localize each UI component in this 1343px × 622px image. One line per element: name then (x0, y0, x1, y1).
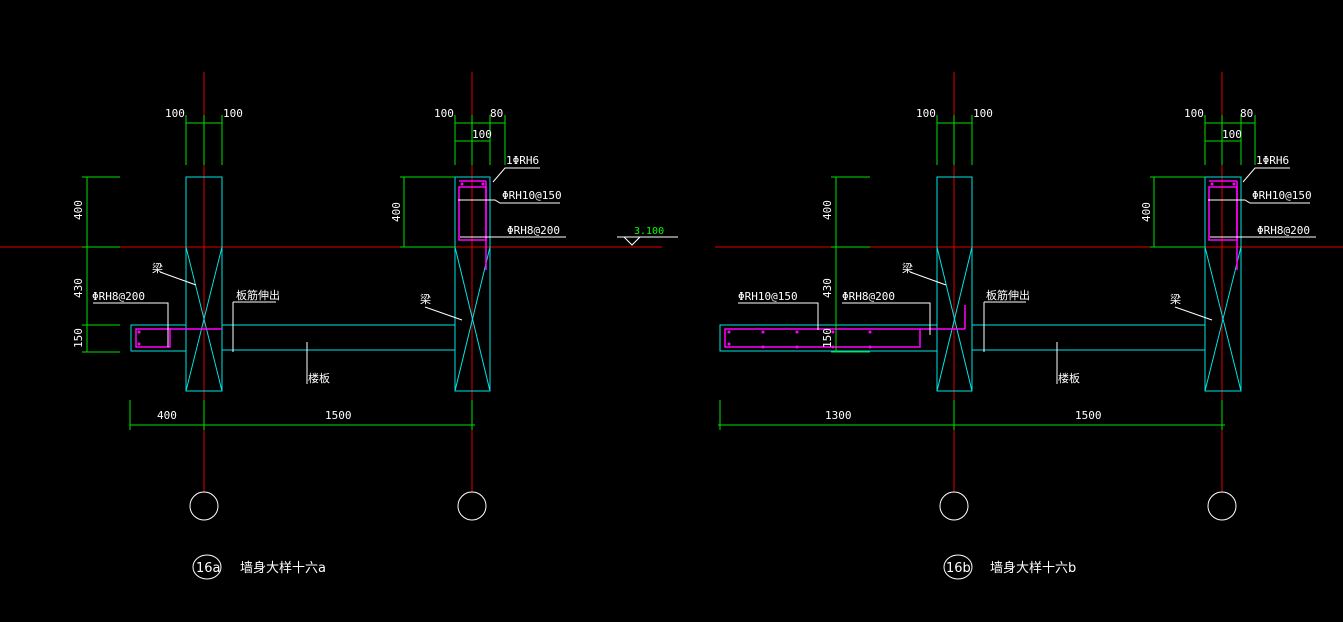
cantilever-rebar (135, 328, 171, 348)
dim-bottom-right: 1500 (325, 409, 352, 422)
dim-bottom-left: 1300 (825, 409, 852, 422)
detail-tag: 16a (196, 561, 221, 576)
dim-left-430: 430 (72, 278, 85, 298)
label-slab: 楼板 (1058, 371, 1080, 385)
column-right (454, 176, 491, 392)
label-beam-right: 梁 (1170, 292, 1181, 306)
dim-right-400: 400 (1140, 202, 1153, 222)
detail-16a: 100 100 100 80 100 400 430 150 400 400 1… (0, 72, 678, 580)
dim-right-400: 400 (390, 202, 403, 222)
detail-tag-circle (192, 554, 222, 580)
dim-top-right-mid: 100 (472, 128, 492, 141)
column-right (1204, 176, 1242, 392)
axis-bubble-right (457, 491, 487, 521)
dim-top-left-1: 100 (916, 107, 936, 120)
detail-title: 墙身大样十六b (990, 560, 1076, 576)
label-top-bar: 1ΦRH6 (1256, 154, 1289, 167)
dim-left-150: 150 (72, 328, 85, 348)
detail-title: 墙身大样十六a (240, 560, 326, 576)
column-left (185, 176, 223, 392)
dim-top-left-2: 100 (223, 107, 243, 120)
dim-top-right-2: 80 (1240, 107, 1253, 120)
label-rebar-out: 板筋伸出 (986, 288, 1030, 302)
label-slab-bar: ΦRH8@200 (92, 290, 145, 303)
label-beam-right: 梁 (420, 292, 431, 306)
label-stirrup: ΦRH10@150 (1252, 189, 1312, 202)
label-top-bar: 1ΦRH6 (506, 154, 539, 167)
label-side-bar: ΦRH8@200 (1257, 224, 1310, 237)
cantilever-left (719, 324, 938, 352)
label-slab: 楼板 (308, 371, 330, 385)
dim-top-left-1: 100 (165, 107, 185, 120)
dim-left-400: 400 (72, 200, 85, 220)
dim-bottom-left: 400 (157, 409, 177, 422)
dim-top-right-1: 100 (434, 107, 454, 120)
axis-bubble-left (939, 491, 969, 521)
dim-top-right-mid: 100 (1222, 128, 1242, 141)
label-side-bar: ΦRH8@200 (507, 224, 560, 237)
label-cant-bar-1: ΦRH10@150 (738, 290, 798, 303)
cantilever-left (130, 324, 187, 352)
axis-bubble-right (1207, 491, 1237, 521)
label-beam-left: 梁 (902, 261, 913, 275)
elevation-triangle (623, 236, 641, 246)
dim-top-left-2: 100 (973, 107, 993, 120)
dim-left-400: 400 (821, 200, 834, 220)
elevation-label: 3.100 (634, 226, 664, 237)
dim-left-150: 150 (821, 328, 834, 348)
axis-bubble-left (189, 491, 219, 521)
label-beam-left: 梁 (152, 261, 163, 275)
dim-left-430: 430 (821, 278, 834, 298)
column-rebar-cage (1208, 186, 1238, 241)
detail-tag: 16b (946, 561, 971, 576)
dim-top-right-2: 80 (490, 107, 503, 120)
dim-bottom-right: 1500 (1075, 409, 1102, 422)
detail-tag-circle (943, 554, 973, 580)
column-left (936, 176, 973, 392)
cantilever-rebar (724, 328, 921, 348)
label-stirrup: ΦRH10@150 (502, 189, 562, 202)
dim-top-right-1: 100 (1184, 107, 1204, 120)
label-rebar-out: 板筋伸出 (236, 288, 280, 302)
label-cant-bar-2: ΦRH8@200 (842, 290, 895, 303)
detail-16b: 100 100 100 80 100 400 430 150 400 1300 … (715, 72, 1343, 580)
